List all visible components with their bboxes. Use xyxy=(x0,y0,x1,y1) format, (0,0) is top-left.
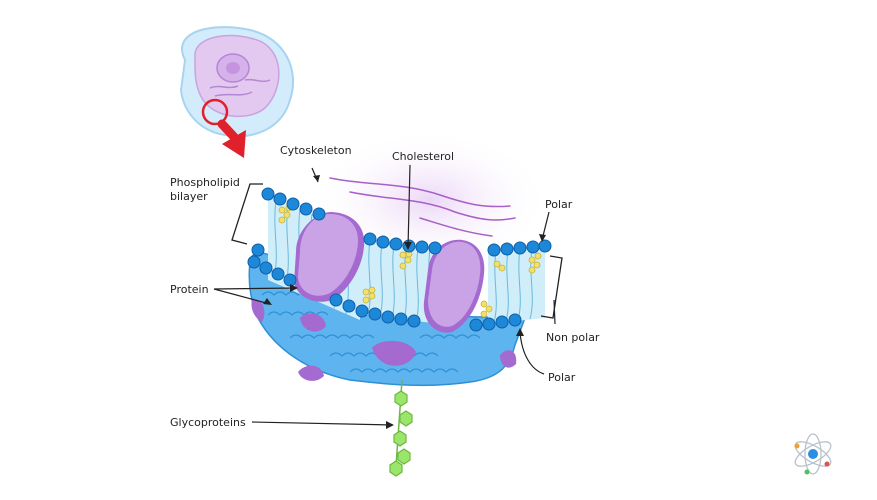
label-pointers xyxy=(213,164,556,426)
bilayer-bracket xyxy=(231,183,263,245)
polar-heads-bottom xyxy=(247,243,522,332)
cholesterol-molecules xyxy=(278,204,542,318)
label-polar-bottom: Polar xyxy=(548,371,576,384)
label-non-polar: Non polar xyxy=(546,331,600,344)
pointer-arrowheads xyxy=(263,175,546,429)
cell-thumbnail xyxy=(179,26,295,137)
label-cholesterol: Cholesterol xyxy=(392,150,455,163)
label-cytoskeleton: Cytoskeleton xyxy=(280,144,352,157)
transmembrane-protein-1 xyxy=(294,212,365,302)
label-phospholipid-line2: bilayer xyxy=(170,190,208,203)
glycoprotein-chain xyxy=(389,379,413,477)
non-polar-bracket xyxy=(540,255,563,319)
polar-heads-top xyxy=(261,187,552,257)
cytoskeleton-fibers xyxy=(329,177,516,237)
zoom-circle xyxy=(201,98,229,126)
transmembrane-protein-2 xyxy=(423,239,485,333)
label-phospholipid-line1: Phospholipid xyxy=(170,176,240,189)
label-protein: Protein xyxy=(170,283,209,296)
zoom-arrow-icon xyxy=(217,119,246,158)
label-glycoproteins: Glycoproteins xyxy=(170,416,246,429)
atom-logo-icon xyxy=(794,433,832,475)
label-polar-top: Polar xyxy=(545,198,573,211)
